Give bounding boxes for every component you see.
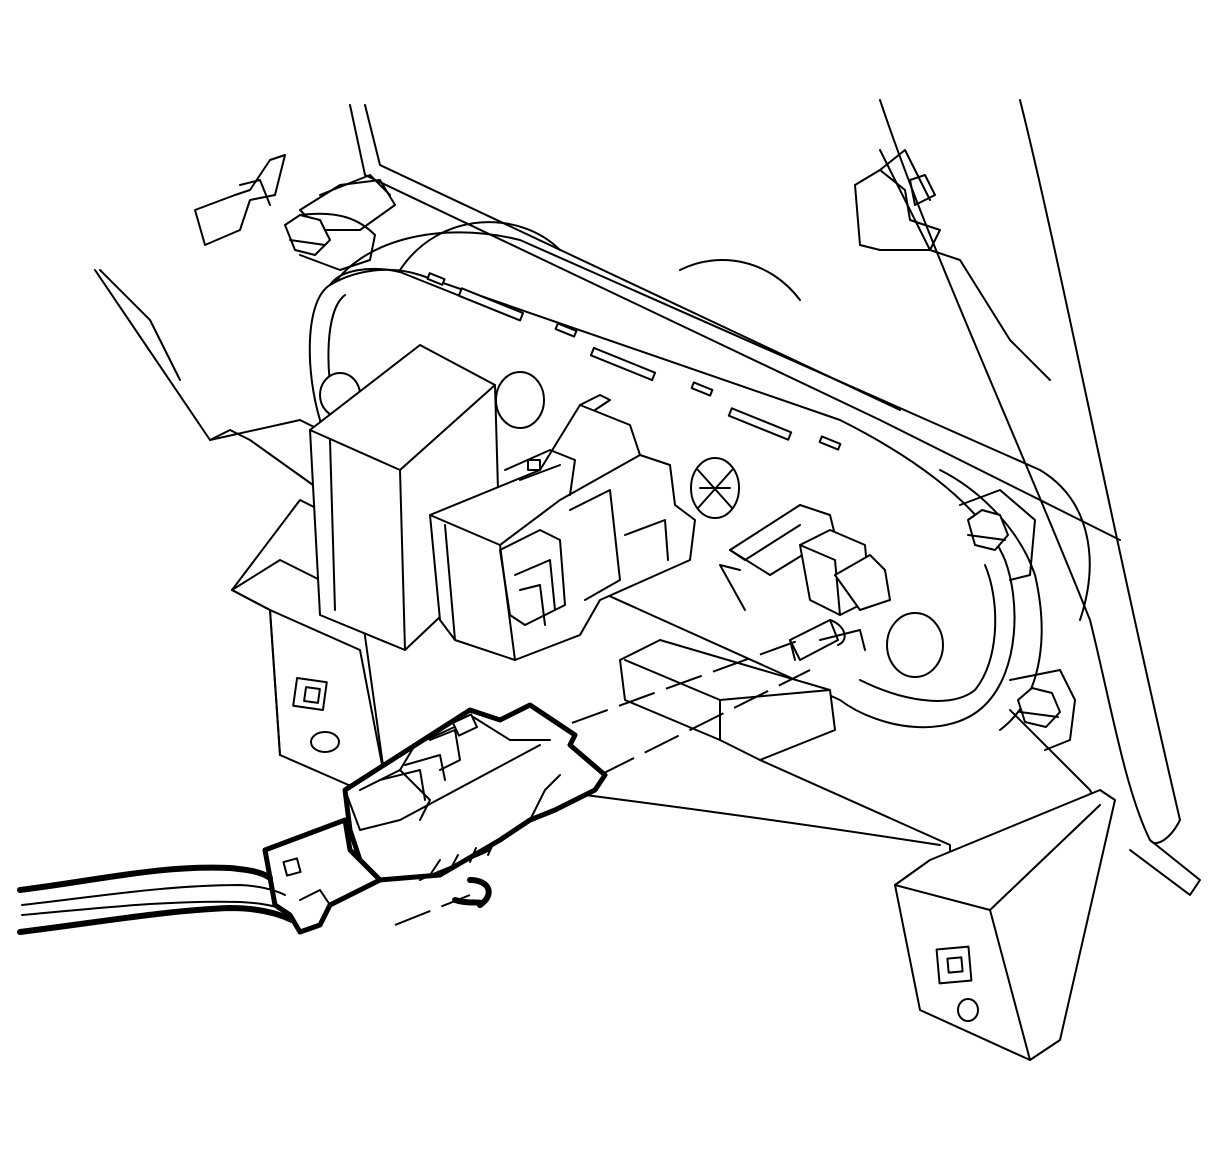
mounting-bolt-upper-left [284, 212, 376, 271]
harness-wires [17, 864, 295, 935]
retaining-clip [719, 504, 891, 661]
mounting-bolt-right [959, 489, 1036, 581]
mounting-bracket-right [894, 789, 1116, 1061]
module-connector [429, 394, 696, 661]
wiring-harness-connector [262, 702, 608, 935]
mounting-bolt-lower-right [1009, 669, 1076, 751]
